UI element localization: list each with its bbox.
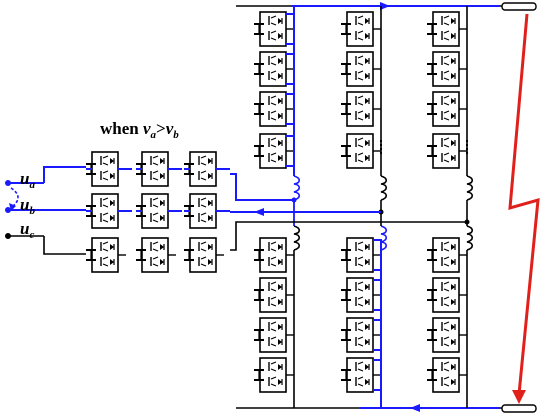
inductor-a-lower [293, 225, 301, 251]
inductor-c-lower [466, 225, 474, 251]
fault-path [508, 13, 540, 395]
link-a [230, 173, 294, 201]
ac-inputs [5, 180, 44, 239]
input-label-a: ua [20, 169, 35, 191]
inductor-b-upper [380, 175, 388, 201]
submodule-b-lower-3 [340, 317, 382, 353]
link-c [230, 221, 467, 251]
submodule-b-lower-4 [340, 357, 382, 393]
dc-terminal-top [501, 2, 537, 11]
input-cell-1-3 [85, 237, 127, 273]
submodule-b-upper-2 [340, 51, 382, 87]
input-label-b: ub [20, 195, 35, 217]
input-converter [85, 151, 230, 273]
condition-title: when va>vb [100, 119, 179, 141]
submodule-a-upper-3 [253, 91, 295, 127]
submodule-a-upper-4 [253, 133, 295, 169]
submodule-c-upper-1 [426, 11, 468, 47]
submodule-c-upper-2 [426, 51, 468, 87]
input-label-c: uc [20, 219, 34, 241]
mmc-arms [253, 6, 468, 408]
inductor-a-upper [293, 175, 301, 201]
submodule-c-lower-2 [426, 277, 468, 313]
submodule-a-lower-2 [253, 277, 295, 313]
inductor-c-upper [466, 175, 474, 201]
submodule-b-lower-1 [340, 237, 382, 273]
submodule-b-upper-1 [340, 11, 382, 47]
submodule-a-upper-2 [253, 51, 295, 87]
submodule-a-lower-1 [253, 237, 295, 273]
fault-arrow [512, 390, 526, 404]
dc-terminal-bottom [501, 404, 537, 413]
submodule-c-lower-1 [426, 237, 468, 273]
submodule-a-lower-3 [253, 317, 295, 353]
submodule-b-lower-2 [340, 277, 382, 313]
arrow-top [380, 2, 390, 10]
submodule-c-lower-3 [426, 317, 468, 353]
submodule-b-upper-3 [340, 91, 382, 127]
submodule-c-upper-3 [426, 91, 468, 127]
arrow-bottom [410, 404, 420, 412]
submodule-a-lower-4 [253, 357, 295, 393]
submodule-c-lower-4 [426, 357, 468, 393]
submodule-c-upper-4 [426, 133, 468, 169]
input-cell-3-3 [183, 237, 225, 273]
submodule-a-upper-1 [253, 11, 295, 47]
submodule-b-upper-4 [340, 133, 382, 169]
input-cell-2-3 [135, 237, 177, 273]
